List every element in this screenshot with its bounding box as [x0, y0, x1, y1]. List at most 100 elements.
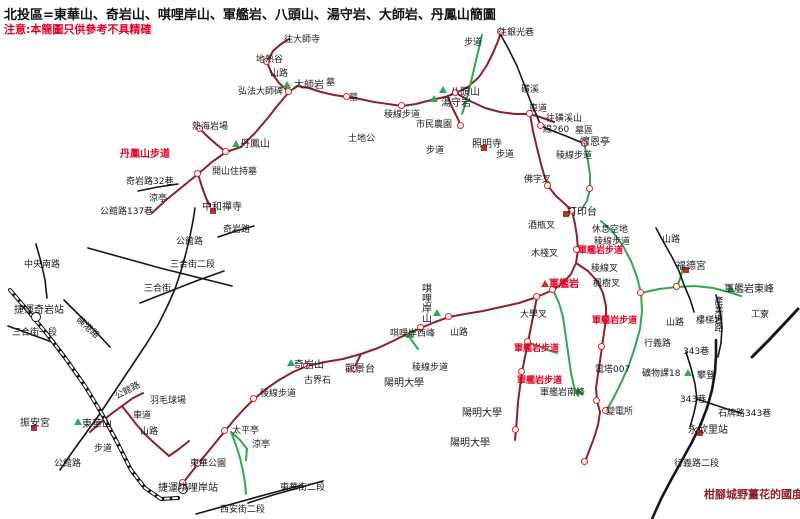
road-path: [655, 227, 695, 313]
temple-marker: [563, 211, 569, 217]
map-label: 產業道路: [712, 296, 723, 332]
map-label: 丹鳳山步道: [120, 149, 170, 160]
map-label: 軍艦岩南峰: [540, 388, 586, 398]
temple-marker: [697, 430, 703, 436]
road-path: [87, 247, 233, 287]
map-label: 東華公園: [190, 459, 227, 469]
map-label: 佛字叉: [524, 175, 552, 185]
peak-marker: [574, 387, 582, 394]
junction-marker: [350, 365, 357, 372]
trail-path: [447, 96, 462, 127]
map-label: 稜線叉: [591, 264, 619, 274]
trail-path: [182, 289, 554, 484]
map-label: 墓: [326, 78, 336, 88]
map-label: 公館路: [176, 237, 204, 247]
junction-marker: [581, 140, 588, 147]
map-label: 行義路: [644, 339, 672, 349]
map-label: 古界石: [304, 376, 332, 386]
map-label: 電塔007: [595, 365, 631, 375]
map-label: 涼亭: [252, 440, 271, 450]
road-path: [7, 325, 53, 343]
junction-marker: [673, 283, 680, 290]
map-label: 變電所: [606, 407, 634, 417]
map-label: 木棧叉: [531, 249, 559, 259]
map-label: 陽明大學: [462, 408, 502, 419]
map-label: 福德宮: [676, 261, 706, 272]
map-label: 太平亭: [232, 426, 260, 436]
road-path: [750, 307, 800, 359]
peak-marker: [232, 140, 240, 147]
map-label: 開山住持墓: [212, 167, 258, 177]
map-notice: 注意:本簡圖只供參考不具精確: [4, 23, 152, 36]
map-label: 步道: [426, 146, 445, 156]
map-label: 稜線步道: [594, 237, 631, 247]
map-label: 磺溪: [521, 85, 540, 95]
map-label: 343巷: [683, 347, 710, 357]
map-label: 山路: [662, 235, 681, 245]
map-label: 步道: [464, 38, 483, 48]
junction-marker: [457, 122, 464, 129]
trail-path: [455, 92, 555, 123]
road-path: [497, 29, 586, 145]
map-label: 地熱谷: [256, 55, 284, 65]
temple-marker: [210, 208, 216, 214]
junction-marker: [250, 395, 257, 402]
map-label: 山路: [140, 427, 159, 437]
map-label: 酒瓶叉: [528, 221, 556, 231]
map-label: 中央南路: [24, 260, 61, 270]
map-label: 湯守岩: [441, 98, 471, 109]
map-label: 永欣里站: [688, 425, 728, 436]
green-path: [600, 220, 643, 412]
green-path: [640, 285, 742, 297]
junction-marker: [537, 122, 544, 129]
road-path: [195, 484, 303, 515]
junction-marker: [194, 170, 201, 177]
map-label: 三合街二段: [170, 260, 216, 270]
map-label: 奇岩路32巷: [126, 177, 174, 187]
map-label: 公館路: [54, 459, 82, 469]
junction-marker: [524, 338, 531, 345]
trail-path: [197, 173, 211, 207]
map-label: 中和禪寺: [202, 202, 242, 213]
junction-marker: [602, 315, 609, 322]
junction-marker: [222, 148, 229, 155]
junction-marker: [533, 293, 540, 300]
map-label: 公館路137巷: [100, 207, 154, 217]
mrt-station-marker: [178, 484, 188, 494]
map-label: 軍艦岩東峰: [724, 284, 774, 295]
map-label: 稜線步道: [260, 389, 297, 399]
map-label: 樓梯岩: [696, 316, 724, 326]
map-label: 丹鳳山: [240, 139, 270, 150]
map-label: 弘法大師碑: [238, 87, 284, 97]
map-label: 軍艦岩步道: [514, 344, 560, 354]
peak-marker-red: [541, 280, 549, 287]
peak-marker: [439, 86, 447, 93]
map-watermark: 柑腳城野薑花的國度: [704, 488, 800, 501]
map-label: 三合街一段: [12, 328, 58, 338]
peak-marker: [406, 331, 414, 338]
junction-marker: [586, 185, 593, 192]
map-label: 大師岩: [294, 80, 324, 91]
road-path: [715, 294, 723, 358]
map-label: 八頭山: [450, 87, 480, 98]
junction-marker: [568, 207, 575, 214]
trail-path: [199, 128, 227, 153]
road-path: [650, 338, 718, 519]
junction-marker: [221, 427, 228, 434]
mrt-station-marker: [31, 312, 41, 322]
map-label: 捷運唭哩岸站: [158, 483, 218, 494]
road-path: [63, 299, 111, 348]
map-label: 礦物課18: [642, 369, 681, 379]
map-label: 車道: [529, 104, 548, 114]
road-path: [696, 398, 742, 414]
temple-marker: [481, 145, 487, 151]
map-label: 軍艦岩步道: [517, 376, 563, 386]
map-label: 休息空地: [592, 225, 629, 235]
map-label: 往銀光巷: [498, 28, 535, 38]
map-label: 熱海岩場: [192, 122, 229, 132]
junction-marker: [194, 460, 201, 467]
map-label: 山路: [270, 69, 289, 79]
junction-marker: [593, 397, 600, 404]
trail-path: [168, 440, 190, 457]
